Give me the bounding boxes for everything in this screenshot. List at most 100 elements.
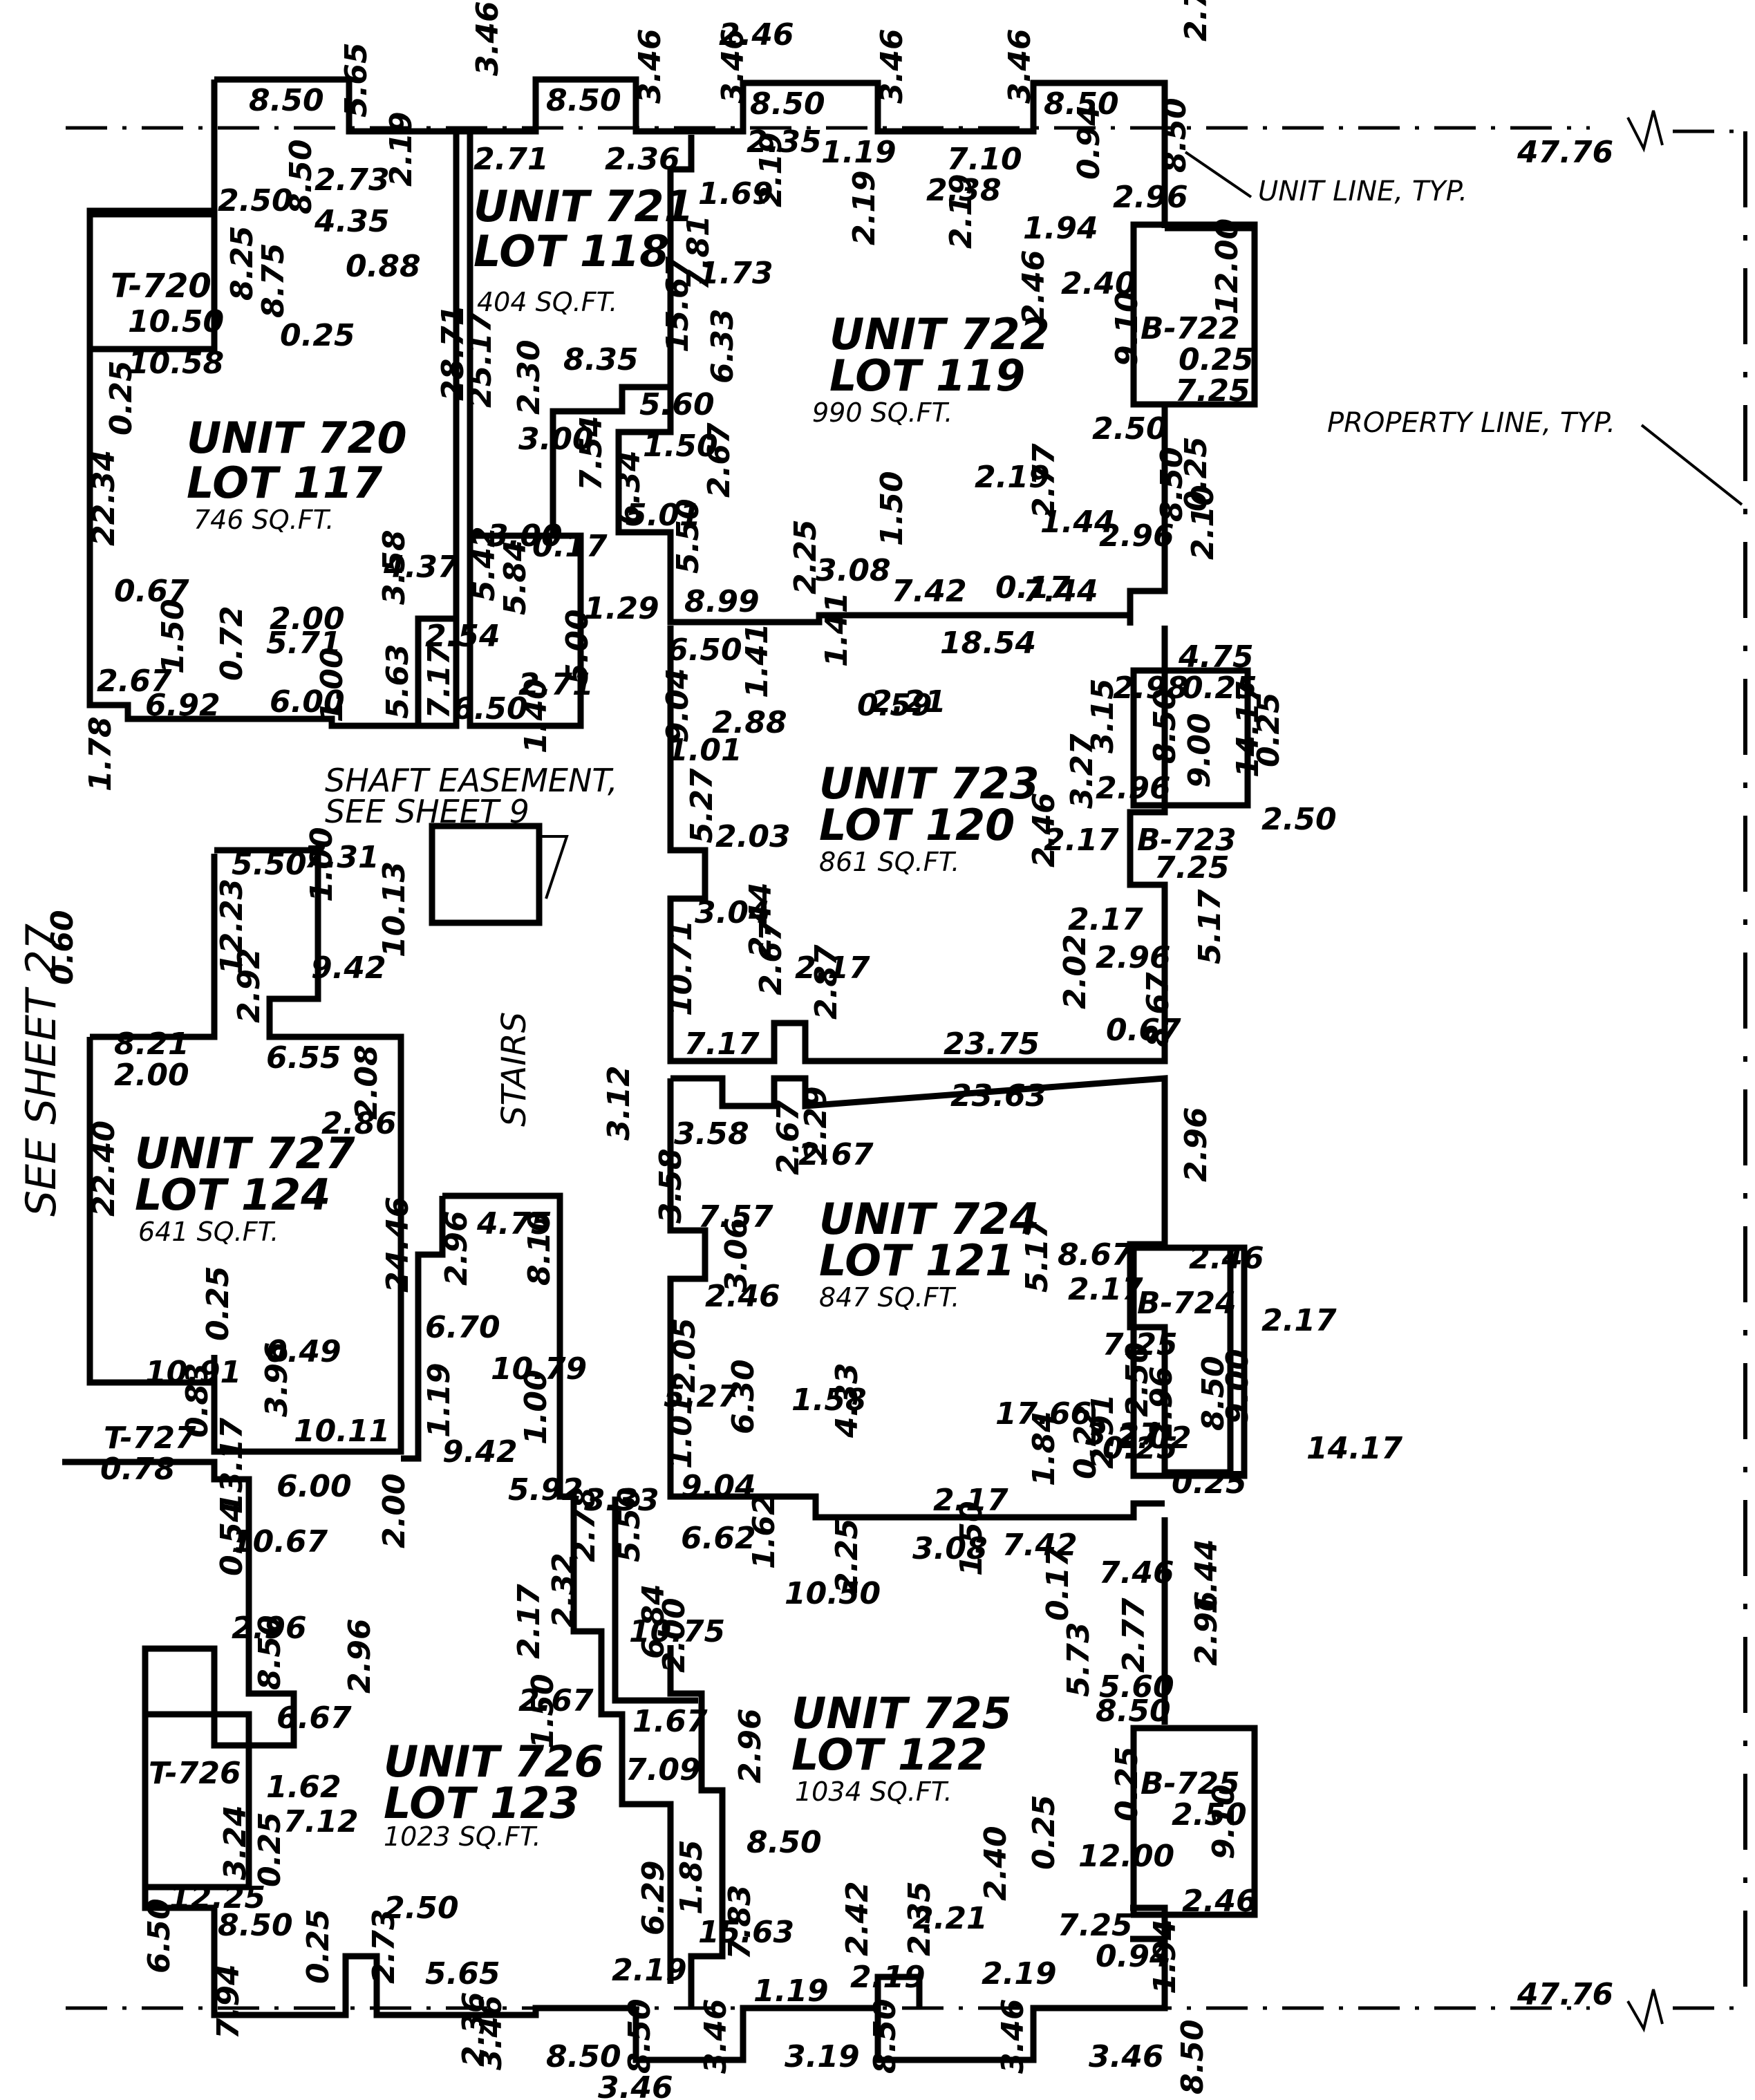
dimension-label: 3.46: [1089, 2039, 1164, 2074]
dimension-label: 8.10: [522, 1210, 557, 1286]
shaft-easement-sheet: SEE SHEET 9: [325, 793, 529, 830]
dimension-label: 2.96: [342, 1618, 377, 1694]
dimension-label: 2.98: [1113, 671, 1188, 706]
dimension-label: 0.83: [180, 1362, 215, 1438]
dimension-label: 2.44: [743, 882, 778, 957]
dimension-label: 0.25: [301, 1909, 336, 1984]
dimension-label: 3.33: [584, 1483, 659, 1518]
dimension-label: 5.50: [232, 847, 307, 882]
dimension-label: 6.00: [276, 1469, 352, 1504]
dimension-label: 1.94: [1147, 1919, 1183, 1994]
dimension-label: 3.58: [674, 1116, 749, 1152]
dimension-label: 0.25: [200, 1266, 236, 1341]
dimension-label: 8.50: [249, 83, 324, 118]
dimension-label: 7.25: [1154, 850, 1230, 885]
see-sheet-27: SEE SHEET 27: [17, 924, 66, 1217]
dimension-label: 2.30: [512, 339, 547, 415]
dimension-label: 7.12: [283, 1804, 359, 1839]
dimension-label: 1.67: [632, 1704, 708, 1739]
dimension-label: 3.24: [218, 1805, 253, 1880]
dimension-label: 3.00: [518, 422, 594, 457]
dimension-label: 0.25: [104, 360, 139, 435]
dimension-label: 2.29: [798, 1086, 834, 1161]
dimension-label: 2.96: [232, 1611, 307, 1646]
dimension-label: 2.19: [612, 1953, 687, 1988]
dimension-label: 7.42: [892, 574, 967, 609]
unit-721-area: 404 SQ.FT.: [477, 287, 617, 317]
dimension-label: 4.75: [476, 1206, 552, 1241]
dimension-label: 22.34: [86, 450, 122, 546]
dimension-label: 7.42: [1002, 1528, 1078, 1563]
dimension-label: 6.62: [681, 1521, 756, 1556]
dimension-label: 2.88: [712, 705, 787, 740]
dimension-label: 1.69: [698, 176, 773, 212]
dimension-label: 2.87: [809, 944, 844, 1020]
dimension-label: 3.00: [487, 518, 563, 554]
dimension-label: 3.46: [1002, 28, 1038, 104]
dimension-label: 2.73: [315, 162, 390, 198]
dimension-label: 2.86: [321, 1106, 397, 1141]
dimension-label: 6.50: [667, 632, 742, 668]
dimension-label: 1.58: [791, 1382, 867, 1418]
dimension-label: 2.21: [871, 684, 946, 720]
dimension-label: 8.50: [1196, 1356, 1231, 1431]
dimension-label: 5.17: [1192, 889, 1228, 964]
dimension-label: 5.50: [670, 498, 706, 574]
dimension-label: 3.46: [874, 28, 910, 104]
dimension-label: 0.54: [214, 1501, 250, 1576]
dimension-label: 0.49: [266, 1334, 341, 1369]
dimension-label: 7.17: [684, 1026, 760, 1062]
dimension-label: 2.50: [384, 1891, 459, 1926]
dimension-label: 7.54: [574, 415, 609, 491]
dimension-label: 2.50: [218, 183, 293, 218]
dimension-label: 2.67: [97, 664, 172, 699]
unit-722-lot: LOT 119: [829, 350, 1025, 401]
dimension-label: 8.50: [1175, 2019, 1210, 2094]
dimension-label: 9.00: [1182, 713, 1217, 788]
dimension-label: 17.66: [995, 1396, 1091, 1432]
dimension-label: 2.96: [1096, 771, 1171, 806]
dimension-label: 7.94: [211, 1964, 246, 2039]
dimension-label: 5.92: [508, 1472, 583, 1508]
unit-727-area: 641 SQ.FT.: [138, 1217, 279, 1247]
dimension-label: 2.21: [912, 1901, 988, 1936]
dimension-label: 2.67: [771, 1100, 806, 1175]
dimension-label: 5.84: [498, 540, 533, 615]
dimension-label: 1.85: [674, 1839, 709, 1915]
dimension-label: 12.00: [1078, 1839, 1174, 1874]
dimension-label: 2.96: [1144, 1366, 1179, 1441]
unit-723-area: 861 SQ.FT.: [819, 847, 959, 877]
dimension-label: 8.50: [747, 1825, 822, 1860]
dimension-label: 2.46: [719, 17, 794, 53]
dimension-label: 7.25: [1102, 1327, 1178, 1362]
unit-725-label: UNIT 725: [791, 1688, 1012, 1738]
unit-723-label: UNIT 723: [819, 758, 1040, 809]
dimension-label: 5.65: [339, 42, 374, 118]
dimension-label: 2.77: [1116, 1597, 1152, 1673]
unit-727-lot: LOT 124: [135, 1170, 330, 1220]
dimension-label: 2.91: [1085, 1394, 1120, 1469]
property-line-note: PROPERTY LINE, TYP.: [1327, 407, 1615, 439]
dimension-label: 2.46: [1189, 1241, 1264, 1276]
dimension-label: 2.67: [702, 422, 737, 498]
dimension-label: 2.96: [1179, 1107, 1214, 1182]
dimension-label: 1.19: [422, 1362, 457, 1438]
dimension-label: 8.99: [684, 584, 760, 619]
dimension-label: 0.17: [532, 529, 608, 564]
dimension-label: 6.30: [726, 1359, 761, 1434]
dimension-label: 9.10: [1206, 1784, 1241, 1859]
dimension-label: 2.96: [439, 1210, 474, 1286]
dimension-label: 3.46: [698, 1998, 733, 2074]
dimension-label: 3.04: [695, 895, 770, 930]
dimension-label: 3.27: [1085, 1417, 1161, 1452]
dimension-label: 6.92: [145, 688, 220, 723]
dimension-label: 10.75: [629, 1614, 725, 1649]
dimension-label: 3.15: [1085, 678, 1120, 753]
dimension-label: 5.73: [1061, 1622, 1096, 1697]
dimension-label: 1.01: [664, 1394, 699, 1469]
dimension-label: 24.46: [380, 1197, 415, 1293]
unit-725-area: 1034 SQ.FT.: [795, 1776, 952, 1807]
unit-722-area: 990 SQ.FT.: [812, 397, 952, 428]
dimension-label: 2.02: [1058, 934, 1093, 1009]
